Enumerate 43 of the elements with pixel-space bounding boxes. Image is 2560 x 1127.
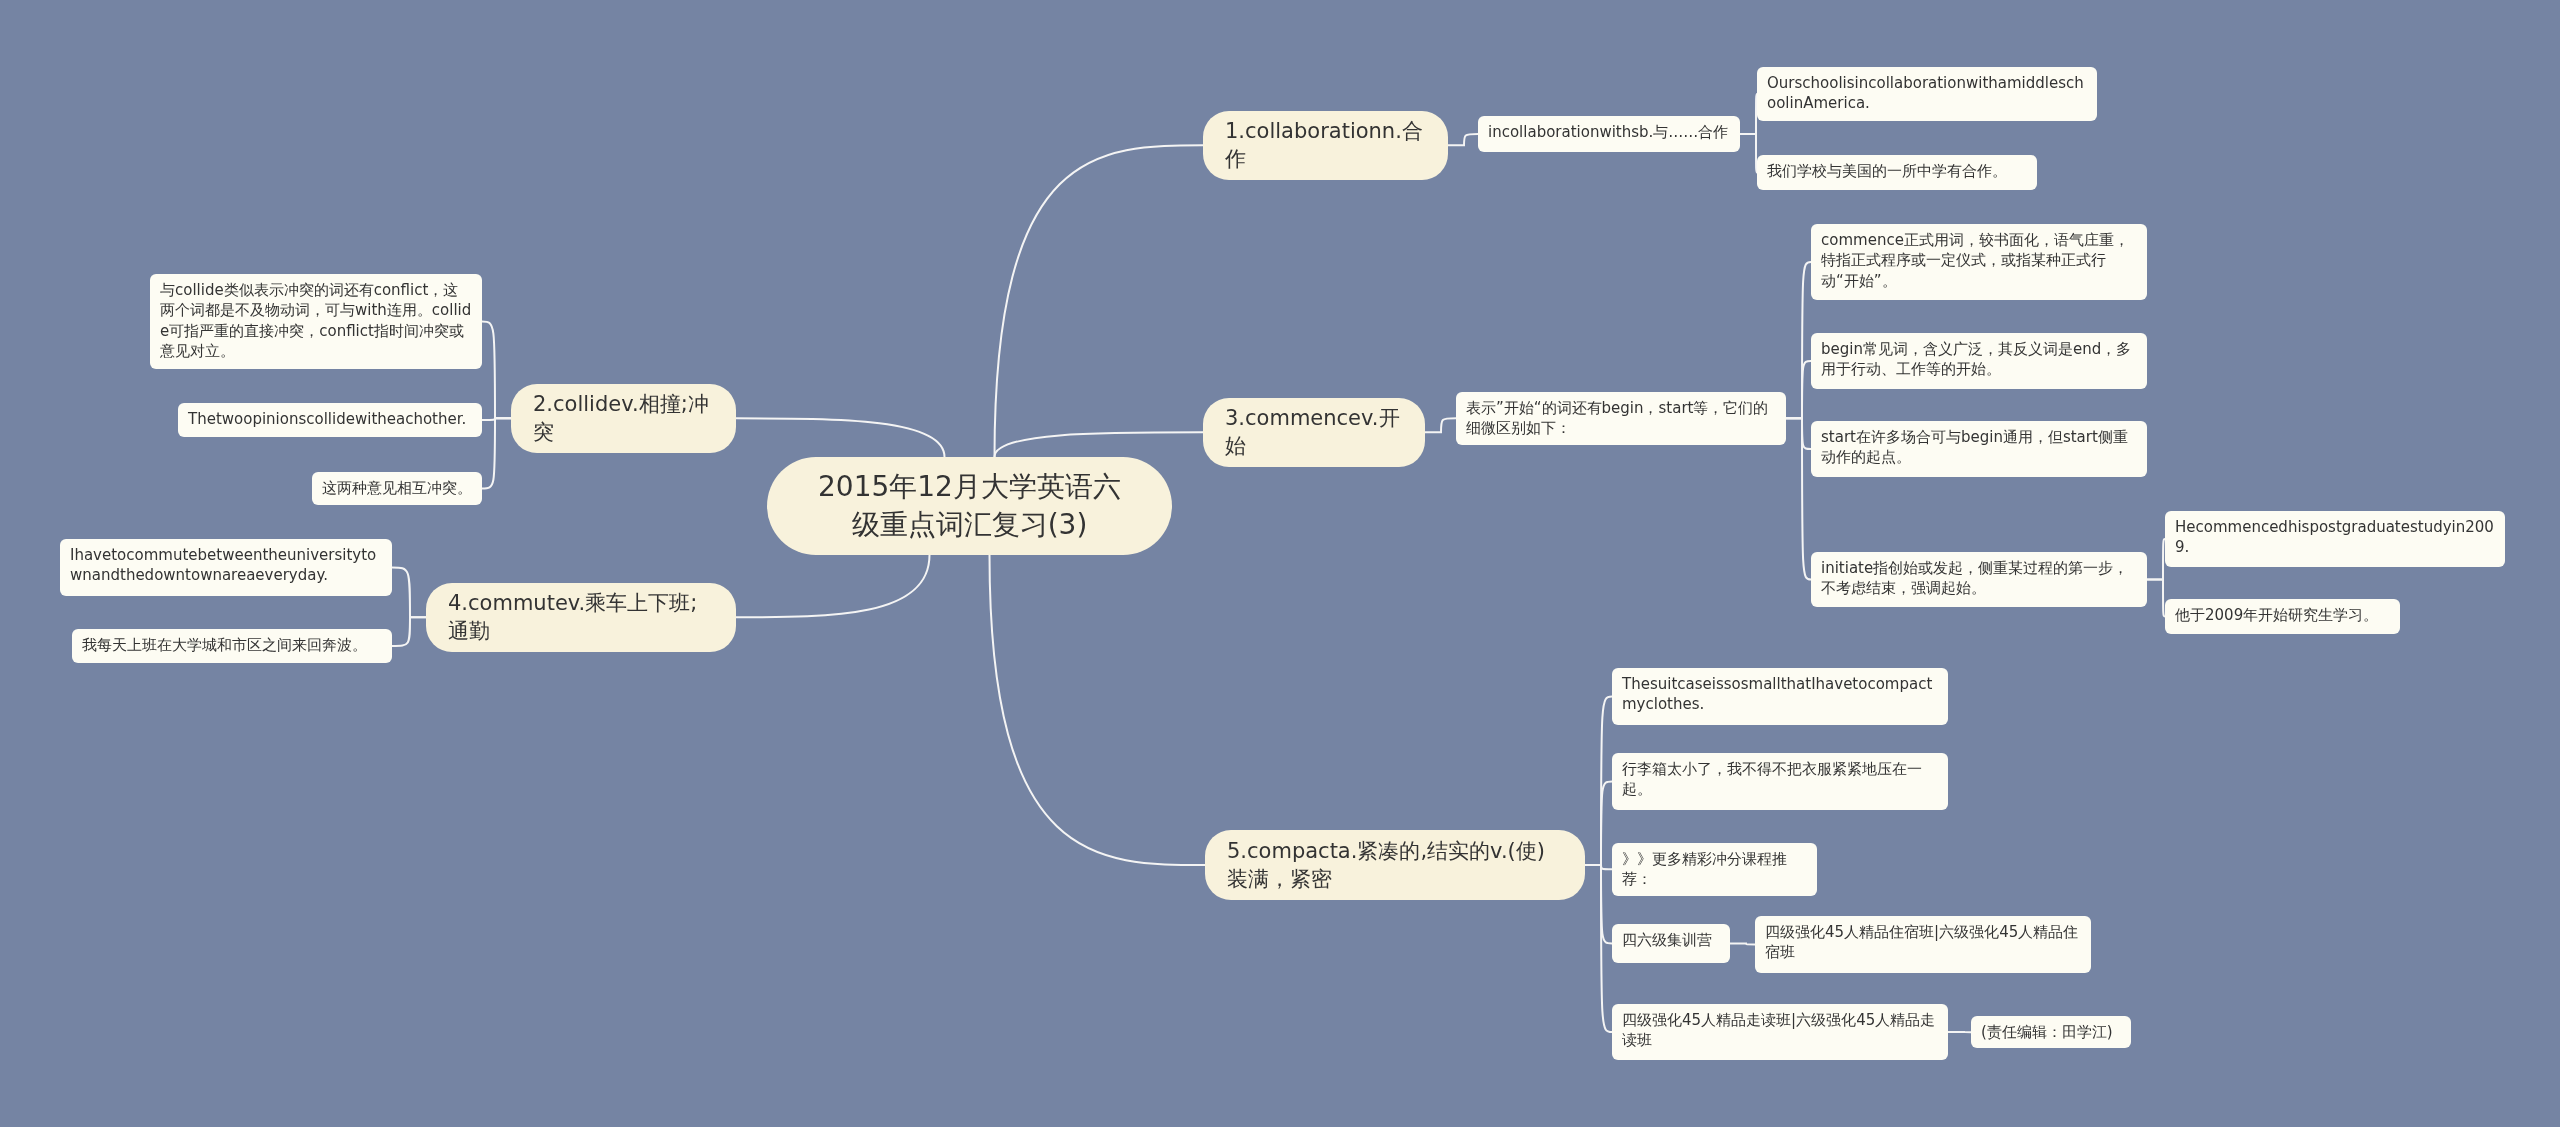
note-box: Hecommencedhispostgraduatestudyin2009.	[2165, 511, 2505, 567]
connector-line	[1729, 942, 1756, 946]
note-box: 行李箱太小了，我不得不把衣服紧紧地压在一起。	[1612, 753, 1948, 810]
connector-line	[1785, 417, 1812, 581]
connector-line	[735, 417, 946, 458]
note-box: 我每天上班在大学城和市区之间来回奔波。	[72, 629, 392, 663]
connector-line	[1584, 864, 1613, 1033]
note-box: 》》更多精彩冲分课程推荐：	[1612, 843, 1817, 896]
note-box: incollaborationwithsb.与……合作	[1478, 116, 1740, 152]
connector-line	[1424, 417, 1457, 434]
connector-line	[988, 554, 1206, 866]
note-box: 与collide类似表示冲突的词还有conflict，这两个词都是不及物动词，可与with连用。collide可指严重的直接冲突，conflict指时间冲突或意见对立。	[150, 274, 482, 369]
topic-pill: 5.compacta.紧凑的,结实的v.(使)装满，紧密	[1205, 830, 1585, 900]
note-box: initiate指创始或发起，侧重某过程的第一步，不考虑结束，强调起始。	[1811, 552, 2147, 607]
connector-line	[1739, 133, 1758, 174]
topic-pill: 2.collidev.相撞;冲突	[511, 384, 736, 453]
note-box: begin常见词，含义广泛，其反义词是end，多用于行动、工作等的开始。	[1811, 333, 2147, 389]
topic-pill: 4.commutev.乘车上下班;通勤	[426, 583, 736, 652]
connector-line	[391, 616, 427, 647]
note-box: 四级强化45人精品走读班|六级强化45人精品走读班	[1612, 1004, 1948, 1060]
note-box: Thetwoopinionscollidewitheachother.	[178, 403, 482, 437]
note-box: 我们学校与美国的一所中学有合作。	[1757, 155, 2037, 190]
connector-line	[735, 554, 931, 619]
connector-line	[1447, 133, 1479, 147]
note-box: Ihavetocommutebetweentheuniversitytownandthedowntownareaeveryday.	[60, 539, 392, 596]
connector-line	[1947, 1031, 1972, 1034]
note-box: 他于2009年开始研究生学习。	[2165, 599, 2400, 634]
note-box: commence正式用词，较书面化，语气庄重，特指正式程序或一定仪式，或指某种正式行动“开始”。	[1811, 224, 2147, 300]
note-box: 四级强化45人精品住宿班|六级强化45人精品住宿班	[1755, 916, 2091, 973]
connector-line	[2146, 578, 2166, 618]
topic-pill: 1.collaborationn.合作	[1203, 111, 1448, 180]
connector-line	[993, 144, 1204, 458]
note-box: 表示”开始“的词还有begin，start等，它们的细微区别如下：	[1456, 392, 1786, 445]
connector-line	[993, 431, 1204, 458]
note-box: OurschoolisincollaborationwithamiddleschoolinAmerica.	[1757, 67, 2097, 121]
central-topic: 2015年12月大学英语六级重点词汇复习(3)	[767, 457, 1172, 555]
connector-line	[481, 417, 512, 490]
note-box: start在许多场合可与begin通用，但start侧重动作的起点。	[1811, 421, 2147, 477]
note-box: ThesuitcaseissosmallthatIhavetocompactmyclothes.	[1612, 668, 1948, 725]
note-box: 四六级集训营	[1612, 924, 1730, 963]
topic-pill: 3.commencev.开始	[1203, 398, 1425, 467]
note-box: 这两种意见相互冲突。	[312, 472, 482, 505]
note-box: (责任编辑：田学江)	[1971, 1016, 2131, 1049]
